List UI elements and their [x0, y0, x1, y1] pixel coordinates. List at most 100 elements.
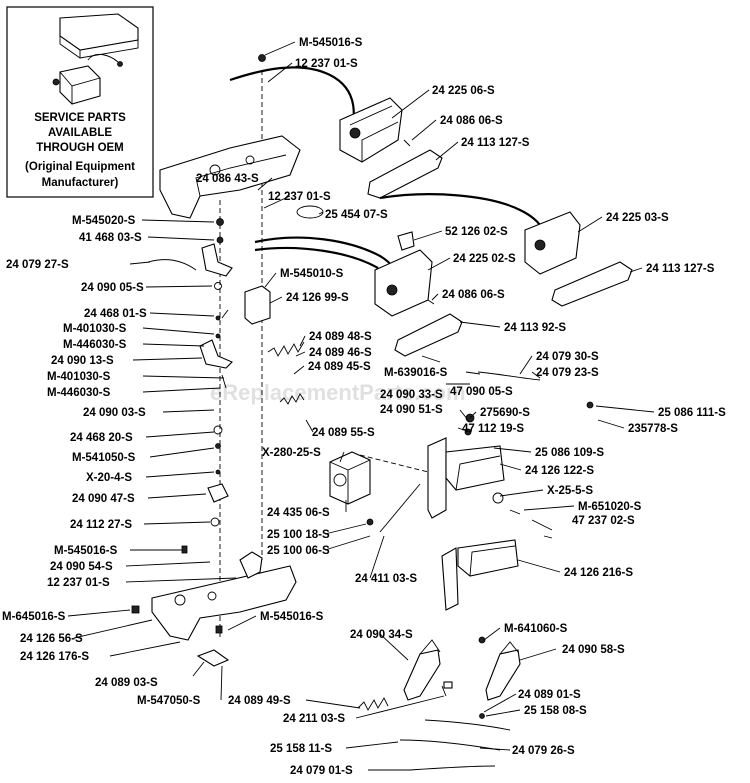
- part-label: 24 089 45-S: [308, 361, 371, 373]
- part-label: X-25-5-S: [547, 485, 593, 497]
- clip-part: [397, 231, 415, 251]
- part-label: 24 113 127-S: [646, 263, 715, 275]
- part-label: M-639016-S: [384, 367, 448, 379]
- inset-line-5: Manufacturer): [42, 177, 119, 189]
- part-label: 12 237 01-S: [47, 577, 110, 589]
- part-label: 24 089 03-S: [95, 677, 158, 689]
- part-label: 52 126 02-S: [445, 226, 508, 238]
- part-label: 25 100 06-S: [267, 545, 330, 557]
- block-part: [244, 285, 271, 325]
- part-label: M-401030-S: [63, 323, 127, 335]
- wire-3: [409, 765, 496, 771]
- part-label: 24 086 06-S: [440, 115, 503, 127]
- part-label: X-280-25-S: [262, 447, 321, 459]
- part-label: 24 225 03-S: [606, 212, 669, 224]
- part-label: 24 089 49-S: [228, 695, 291, 707]
- part-label: 24 126 56-S: [20, 633, 83, 645]
- part-label: 24 126 216-S: [564, 567, 633, 579]
- part-label: M-545016-S: [54, 545, 118, 557]
- part-label: 47 237 02-S: [572, 515, 635, 527]
- inset-line-4: (Original Equipment: [25, 161, 135, 173]
- part-label: M-651020-S: [578, 501, 642, 513]
- wire-4: [477, 371, 541, 381]
- part-label: 235778-S: [628, 423, 678, 435]
- part-label: 24 089 01-S: [518, 689, 581, 701]
- slide-plate-1: [367, 149, 443, 199]
- part-label: 24 090 47-S: [72, 493, 135, 505]
- inset-line-3: THROUGH OEM: [36, 142, 124, 154]
- slide-plate-3: [394, 313, 463, 357]
- part-label: 24 090 34-S: [350, 629, 413, 641]
- part-label: M-547050-S: [137, 695, 201, 707]
- part-label: M-401030-S: [47, 371, 111, 383]
- part-label: 25 086 111-S: [658, 407, 726, 419]
- part-label: 24 112 27-S: [70, 519, 132, 531]
- part-label: 24 079 30-S: [536, 351, 599, 363]
- part-label: 24 089 55-S: [312, 427, 375, 439]
- part-label: 25 454 07-S: [325, 209, 388, 221]
- part-label: 24 211 03-S: [283, 713, 345, 725]
- part-label: M-541050-S: [72, 452, 136, 464]
- cable-assembly-middle: [254, 236, 433, 317]
- part-label: 24 090 05-S: [81, 282, 144, 294]
- part-label: 275690-S: [480, 407, 530, 419]
- part-label: 24 411 03-S: [355, 573, 417, 585]
- part-label: 25 086 109-S: [535, 447, 604, 459]
- bottom-bracket: [151, 551, 297, 641]
- part-label: 24 079 26-S: [512, 745, 575, 757]
- bracket-216: [441, 539, 519, 611]
- leader-lines: [67, 41, 655, 771]
- part-label: 24 079 01-S: [290, 765, 353, 777]
- top-bracket: [159, 135, 301, 219]
- inset-line-2: AVAILABLE: [48, 127, 112, 139]
- part-label: 12 237 01-S: [268, 191, 331, 203]
- part-label: 24 113 127-S: [461, 137, 530, 149]
- wire-loop: [296, 205, 324, 219]
- part-label: 24 468 01-S: [84, 308, 147, 320]
- part-label: 41 468 03-S: [79, 232, 142, 244]
- part-label: 24 435 06-S: [267, 507, 330, 519]
- part-label: M-545016-S: [299, 37, 363, 49]
- part-label: 24 086 06-S: [442, 289, 505, 301]
- part-label: 24 090 33-S: [380, 389, 443, 401]
- part-label: 24 090 58-S: [562, 644, 625, 656]
- part-label: M-645016-S: [2, 611, 66, 623]
- part-label: 24 126 176-S: [20, 651, 89, 663]
- part-label: 25 158 08-S: [524, 705, 587, 717]
- slide-plate-2: [551, 261, 633, 307]
- part-label: M-545020-S: [72, 215, 136, 227]
- part-labels: M-545016-S 12 237 01-S 24 225 06-S 24 08…: [2, 37, 726, 777]
- small-bracket-1: [207, 483, 229, 503]
- wire-1: [424, 719, 511, 731]
- part-label: M-446030-S: [63, 339, 127, 351]
- part-label: 47 112 19-S: [462, 423, 524, 435]
- part-label: 24 090 54-S: [50, 561, 113, 573]
- lever-mid-left: [199, 339, 233, 369]
- part-label: 47 090 05-S: [450, 386, 513, 398]
- part-label: 24 113 92-S: [504, 322, 566, 334]
- part-label: 24 126 122-S: [525, 465, 594, 477]
- spring-3: [357, 697, 389, 711]
- cable-assembly-top: [229, 66, 403, 163]
- part-label: M-446030-S: [47, 387, 111, 399]
- part-label: 24 468 20-S: [70, 432, 133, 444]
- part-label: 24 089 48-S: [309, 331, 372, 343]
- bolts: [131, 139, 553, 697]
- part-label: 24 126 99-S: [286, 292, 349, 304]
- watermark: eReplacementParts.com: [210, 380, 466, 405]
- governor-levers: [403, 639, 521, 701]
- oem-module-icon: [52, 13, 139, 105]
- part-label: M-545010-S: [280, 268, 344, 280]
- solenoid-unit: [329, 451, 371, 505]
- spring-2: [279, 393, 305, 405]
- part-label: 24 090 13-S: [51, 355, 114, 367]
- cable-assembly-right: [379, 193, 581, 275]
- part-label: 25 158 11-S: [270, 743, 332, 755]
- lever-top-left: [201, 243, 233, 277]
- spring-1: [267, 341, 305, 357]
- inset-line-1: SERVICE PARTS: [34, 112, 126, 124]
- part-label: M-545016-S: [260, 611, 324, 623]
- part-label: 24 086 43-S: [196, 173, 259, 185]
- part-label: 25 100 18-S: [267, 529, 330, 541]
